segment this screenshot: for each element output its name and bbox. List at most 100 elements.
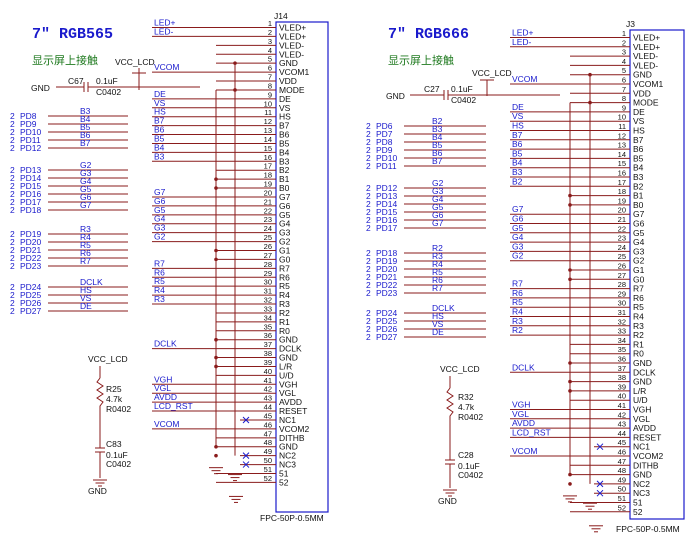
left-pd-prefix-2: 2 (10, 127, 15, 137)
left-pd-prefix-11: 2 (10, 229, 15, 239)
left-pin-num-30: 30 (264, 278, 272, 287)
left-r-pkg: R0402 (106, 404, 131, 414)
left-pd-label-2: PD10 (20, 127, 42, 137)
left-net-label-41: VGH (154, 374, 172, 384)
right-pin-num-32: 32 (618, 317, 626, 326)
left-pd-net-2: B5 (80, 122, 91, 132)
left-net-label-43: AVDD (154, 392, 177, 402)
right-net-label-44: LCD_RST (512, 427, 551, 437)
left-gnd-bottom: GND (88, 486, 107, 496)
left-pd-prefix-10: 2 (10, 205, 15, 215)
right-net-label-2: LED- (512, 37, 532, 47)
left-pin-name-39: L/R (279, 361, 292, 371)
left-pd-prefix-19: 2 (10, 306, 15, 316)
left-pd-net-5: G2 (80, 160, 92, 170)
left-net-label-2: LED- (154, 26, 174, 36)
right-pd-net-20: VS (432, 319, 444, 329)
right-pin-num-23: 23 (618, 234, 626, 243)
right-pin-num-26: 26 (618, 262, 626, 271)
right-net-label-24: G3 (512, 241, 524, 251)
left-pin-name-8: MODE (279, 85, 305, 95)
right-pin-name-45: NC1 (633, 442, 650, 452)
right-pin-num-49: 49 (618, 475, 626, 484)
left-pin-num-23: 23 (264, 215, 272, 224)
right-pd-net-18: DCLK (432, 303, 455, 313)
right-gnd-label: GND (386, 91, 405, 101)
left-pin-name-35: R0 (279, 326, 290, 336)
right-pin-name-42: VGL (633, 414, 650, 424)
right-pin-name-2: VLED+ (633, 42, 660, 52)
right-pin-name-30: R5 (633, 302, 644, 312)
left-pin-num-43: 43 (264, 394, 272, 403)
right-c-top-pkg: C0402 (451, 95, 476, 105)
left-pin-num-18: 18 (264, 171, 272, 180)
left-net-label-9: DE (154, 89, 166, 99)
left-pd-label-1: PD9 (20, 119, 37, 129)
right-pin-name-27: G0 (633, 274, 645, 284)
left-pd-net-4: B7 (80, 138, 91, 148)
left-pin-name-40: U/D (279, 370, 294, 380)
right-pd-prefix-12: 2 (366, 248, 371, 258)
right-pd-prefix-9: 2 (366, 207, 371, 217)
right-pin-name-10: VS (633, 116, 645, 126)
left-pd-prefix-13: 2 (10, 245, 15, 255)
left-pin-num-9: 9 (268, 90, 272, 99)
left-pd-label-18: PD26 (20, 298, 42, 308)
right-pin-name-43: AVDD (633, 423, 656, 433)
right-pin-name-9: DE (633, 107, 645, 117)
right-net-label-6: VCOM (512, 74, 538, 84)
left-pd-label-16: PD24 (20, 282, 42, 292)
left-pd-label-10: PD18 (20, 205, 42, 215)
right-pin-name-14: B5 (633, 153, 644, 163)
right-pd-label-1: PD7 (376, 129, 393, 139)
left-pin-num-37: 37 (264, 340, 272, 349)
left-pin-name-7: VDD (279, 76, 297, 86)
right-pd-net-11: G7 (432, 218, 444, 228)
right-pin-name-31: R4 (633, 312, 644, 322)
left-pd-prefix-16: 2 (10, 282, 15, 292)
left-pin-num-40: 40 (264, 367, 272, 376)
right-net-label-43: AVDD (512, 418, 535, 428)
right-pd-prefix-2: 2 (366, 137, 371, 147)
right-pin-num-44: 44 (618, 429, 626, 438)
right-pin-name-12: B7 (633, 135, 644, 145)
right-pin-num-36: 36 (618, 355, 626, 364)
right-pin-name-4: VLED- (633, 60, 658, 70)
right-pin-name-46: VCOM2 (633, 451, 664, 461)
right-pin-num-51: 51 (618, 494, 626, 503)
right-pin-num-24: 24 (618, 243, 626, 252)
right-net-label-16: B3 (512, 167, 523, 177)
left-pin-name-48: GND (279, 442, 298, 452)
left-pin-name-33: R2 (279, 308, 290, 318)
right-pin-name-1: VLED+ (633, 33, 660, 43)
right-pin-name-37: DCLK (633, 367, 656, 377)
right-vcc-bottom: VCC_LCD (440, 364, 480, 374)
right-pin-num-20: 20 (618, 206, 626, 215)
left-pin-name-46: VCOM2 (279, 424, 310, 434)
left-pin-num-16: 16 (264, 153, 272, 162)
left-pin-num-47: 47 (264, 429, 272, 438)
right-net-label-22: G5 (512, 223, 524, 233)
right-net-label-42: VGL (512, 409, 529, 419)
right-pin-num-46: 46 (618, 448, 626, 457)
right-pin-name-6: VCOM1 (633, 79, 664, 89)
right-net-label-12: B7 (512, 130, 523, 140)
right-pin-num-50: 50 (618, 485, 626, 494)
left-pd-net-12: R4 (80, 232, 91, 242)
left-pin-num-26: 26 (264, 242, 272, 251)
left-pd-prefix-3: 2 (10, 135, 15, 145)
right-pin-name-39: L/R (633, 386, 646, 396)
left-pd-label-0: PD8 (20, 111, 37, 121)
right-pin-num-40: 40 (618, 392, 626, 401)
left-pin-num-52: 52 (264, 474, 272, 483)
left-pin-num-31: 31 (264, 287, 272, 296)
left-pin-num-42: 42 (264, 385, 272, 394)
right-pd-net-19: HS (432, 311, 444, 321)
left-pin-name-15: B4 (279, 147, 290, 157)
left-connector-ref: J14 (274, 11, 288, 21)
left-pin-num-50: 50 (264, 456, 272, 465)
left-net-label-32: R3 (154, 294, 165, 304)
right-pd-net-8: G4 (432, 194, 444, 204)
